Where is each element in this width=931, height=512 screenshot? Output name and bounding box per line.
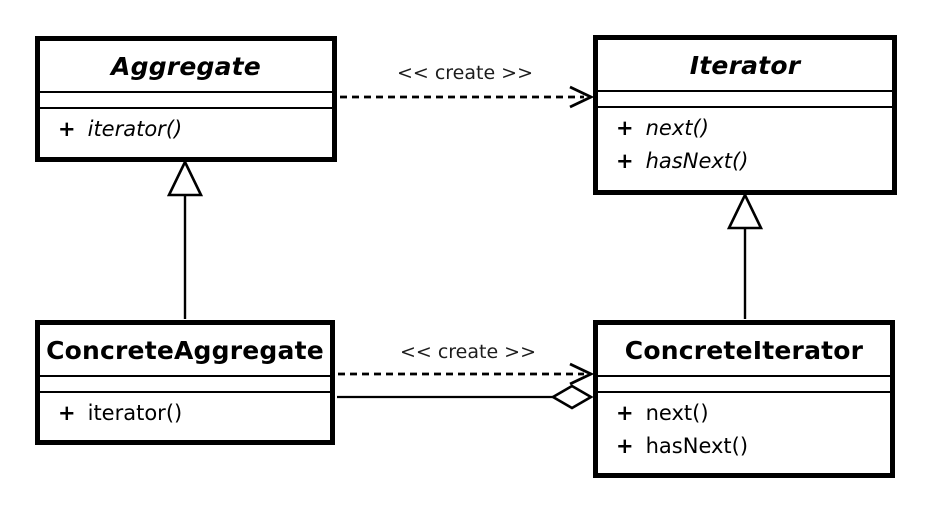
attributes-compartment	[598, 92, 892, 108]
method-item: + hasNext()	[616, 145, 892, 178]
method-item: + hasNext()	[616, 430, 890, 463]
method-signature: iterator()	[87, 401, 183, 425]
method-visibility: +	[616, 401, 634, 425]
methods-compartment: + next() + hasNext()	[598, 108, 892, 190]
method-visibility: +	[616, 149, 634, 173]
create-label-bottom: << create >>	[399, 341, 537, 363]
class-name-concrete-iterator: ConcreteIterator	[598, 325, 890, 377]
generalization-aggregate-arrow	[166, 159, 204, 319]
class-box-concrete-iterator: ConcreteIterator + next() + hasNext()	[593, 320, 895, 478]
class-box-aggregate: Aggregate + iterator()	[35, 36, 337, 162]
methods-compartment: + next() + hasNext()	[598, 393, 890, 473]
method-item: + iterator()	[58, 113, 332, 146]
method-signature: iterator()	[87, 117, 183, 141]
class-name-aggregate: Aggregate	[40, 41, 332, 93]
method-signature: hasNext()	[645, 434, 749, 458]
method-item: + next()	[616, 112, 892, 145]
attributes-compartment	[40, 377, 330, 393]
method-visibility: +	[58, 117, 76, 141]
method-visibility: +	[58, 401, 76, 425]
aggregation-link	[337, 384, 594, 410]
methods-compartment: + iterator()	[40, 393, 330, 440]
method-visibility: +	[616, 434, 634, 458]
class-name-concrete-aggregate: ConcreteAggregate	[40, 325, 330, 377]
create-label-top: << create >>	[396, 62, 534, 84]
class-box-iterator: Iterator + next() + hasNext()	[593, 35, 897, 195]
method-item: + iterator()	[58, 397, 330, 430]
dependency-create-bottom-arrow	[338, 362, 595, 386]
dependency-create-top-arrow	[340, 85, 595, 109]
class-name-iterator: Iterator	[598, 40, 892, 92]
method-signature: hasNext()	[645, 149, 749, 173]
methods-compartment: + iterator()	[40, 109, 332, 157]
method-signature: next()	[645, 116, 709, 140]
attributes-compartment	[598, 377, 890, 393]
attributes-compartment	[40, 93, 332, 109]
generalization-iterator-arrow	[726, 192, 764, 319]
class-box-concrete-aggregate: ConcreteAggregate + iterator()	[35, 320, 335, 445]
method-visibility: +	[616, 116, 634, 140]
method-item: + next()	[616, 397, 890, 430]
method-signature: next()	[645, 401, 709, 425]
